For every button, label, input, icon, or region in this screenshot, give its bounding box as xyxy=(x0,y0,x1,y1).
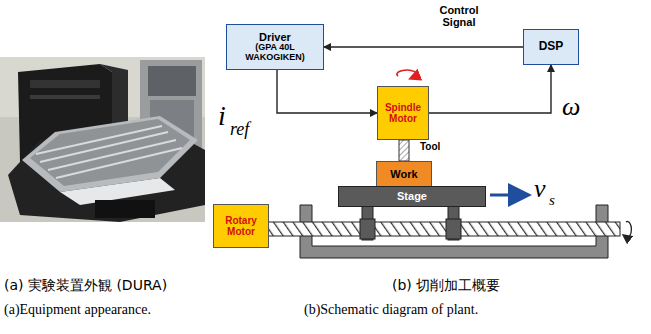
rotation-arrow xyxy=(397,70,417,77)
signal-name: i xyxy=(218,102,226,130)
velocity-name: v xyxy=(534,176,546,202)
node-text: Work xyxy=(390,168,417,180)
node-text: (GPA 40L WAKOGIKEN) xyxy=(230,43,320,63)
caption: (a)Equipment appearance. xyxy=(4,303,151,317)
rotation-arrow xyxy=(626,221,631,237)
signal-name: ω xyxy=(562,94,580,120)
nut xyxy=(360,219,375,239)
stage-box: Stage xyxy=(338,186,486,207)
caption: (a) 実験装置外観 (DURA) xyxy=(4,278,167,292)
edge-label: Control Signal xyxy=(422,4,496,28)
ball-screw xyxy=(268,222,620,236)
caption: (b)Schematic diagram of plant. xyxy=(304,303,478,317)
rotary-motor-box: Rotary Motor xyxy=(213,204,269,248)
driver-box: Driver(GPA 40L WAKOGIKEN) xyxy=(226,24,324,70)
spindle-motor-box: Spindle Motor xyxy=(377,86,429,140)
signal-connector xyxy=(277,70,377,113)
tool-symbol xyxy=(399,140,409,161)
nut xyxy=(446,219,461,239)
velocity-arrow xyxy=(490,194,526,197)
work-box: Work xyxy=(376,161,432,188)
dsp-box: DSP xyxy=(523,29,579,65)
velocity-subscript: s xyxy=(549,193,555,208)
equipment-photo xyxy=(0,57,205,222)
signal-connector xyxy=(324,46,523,47)
signal-connector xyxy=(429,65,551,113)
node-text: Spindle Motor xyxy=(381,102,425,124)
caption: (b) 切削加工概要 xyxy=(392,278,500,292)
signal-subscript: ref xyxy=(230,120,249,138)
node-text: DSP xyxy=(539,40,564,53)
node-text: Stage xyxy=(397,190,427,202)
part-name: Tool xyxy=(420,142,440,152)
node-text: Driver xyxy=(259,31,291,43)
node-text: Rotary Motor xyxy=(217,215,265,237)
